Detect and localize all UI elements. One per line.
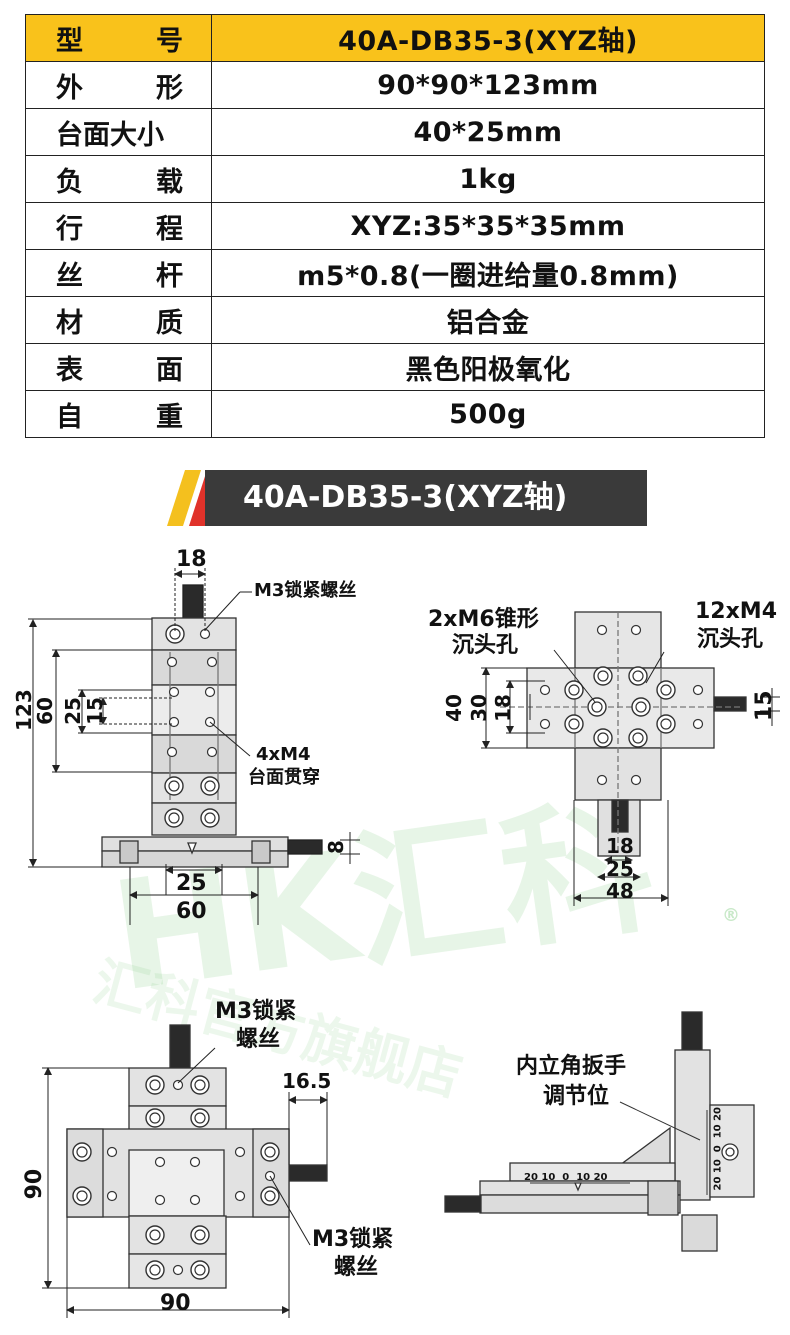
spec-header-key: 型号 xyxy=(25,14,212,62)
front-dim-15v: 15 xyxy=(83,697,107,725)
spec-key: 材质 xyxy=(25,296,212,344)
spec-key-part: 质 xyxy=(156,307,183,339)
spec-row: 丝 杆 m5*0.8(一圈进给量0.8mm) xyxy=(25,249,765,297)
top-dim-18v: 18 xyxy=(491,694,515,722)
side-callout-2: 调节位 xyxy=(543,1084,610,1109)
spec-key-part: 丝 xyxy=(56,260,83,292)
spec-key-part: 面 xyxy=(156,354,183,386)
front-callout-screw: M3锁紧螺丝 xyxy=(254,580,357,601)
front-dim-8: 8 xyxy=(324,840,348,854)
spec-key-part: 杆 xyxy=(156,260,183,292)
spec-key-part: 载 xyxy=(156,166,183,198)
section-title: 40A-DB35-3(XYZ轴) xyxy=(243,480,568,515)
top-callout-right-2: 沉头孔 xyxy=(697,627,764,652)
spec-key: 台面大小 xyxy=(25,108,212,156)
top-dim-48h: 48 xyxy=(606,879,634,903)
spec-key: 自重 xyxy=(25,390,212,438)
spec-value: 90*90*123mm xyxy=(211,61,765,109)
section-banner: 40A-DB35-3(XYZ轴) xyxy=(145,470,647,526)
spec-header-value: 40A-DB35-3(XYZ轴) xyxy=(211,14,765,62)
spec-key-part: 号 xyxy=(156,25,183,57)
top-dim-25h: 25 xyxy=(606,857,634,881)
spec-value: m5*0.8(一圈进给量0.8mm) xyxy=(211,249,765,297)
spec-key-part: 台面大小 xyxy=(56,119,164,151)
front-dim-25v: 25 xyxy=(61,697,85,725)
spec-key-part: 行 xyxy=(56,213,83,245)
plan-dim-90h: 90 xyxy=(160,1291,191,1316)
side-scale-v: 20 10 0 10 20 xyxy=(712,1106,724,1191)
spec-key-part: 表 xyxy=(56,354,83,386)
side-scale-h: 20 10 0 10 20 xyxy=(524,1172,608,1183)
top-callout-right-1: 12xM4 xyxy=(695,599,778,624)
spec-key-part: 材 xyxy=(56,307,83,339)
side-callout-1: 内立角扳手 xyxy=(516,1054,627,1079)
top-dim-30v: 30 xyxy=(467,694,491,722)
top-callout-left-2: 沉头孔 xyxy=(452,633,519,658)
top-callout-left-1: 2xM6锥形 xyxy=(428,607,539,632)
spec-value: 铝合金 xyxy=(211,296,765,344)
spec-key-part: 负 xyxy=(56,166,83,198)
plan-callout-bottom-2: 螺丝 xyxy=(334,1255,379,1280)
front-dim-60v: 60 xyxy=(33,697,57,725)
front-dim-top: 18 xyxy=(176,547,207,572)
spec-value: 1kg xyxy=(211,155,765,203)
spec-key: 负载 xyxy=(25,155,212,203)
spec-key-part: 型 xyxy=(56,25,83,57)
top-dim-15v: 15 xyxy=(751,690,777,722)
spec-row: 材质铝合金 xyxy=(25,296,765,344)
plan-callout-top-2: 螺丝 xyxy=(236,1027,281,1052)
front-callout-holes-2: 台面贯穿 xyxy=(248,767,320,788)
spec-key-part: 自 xyxy=(56,401,83,433)
plan-dim-16-5: 16.5 xyxy=(282,1069,332,1093)
front-callout-holes-1: 4xM4 xyxy=(256,744,311,765)
spec-key-part: 程 xyxy=(156,213,183,245)
spec-key-part: 形 xyxy=(156,72,183,104)
banner-bar xyxy=(205,470,647,526)
spec-key: 表面 xyxy=(25,343,212,391)
plan-callout-top-1: M3锁紧 xyxy=(215,999,297,1024)
spec-key-part: 重 xyxy=(156,401,183,433)
top-dim-40v: 40 xyxy=(442,694,466,722)
front-view-drawing xyxy=(101,584,323,868)
plan-dim-90v: 90 xyxy=(21,1168,47,1200)
top-dim-18h: 18 xyxy=(606,834,634,858)
plan-callout-bottom-1: M3锁紧 xyxy=(312,1227,394,1252)
front-dim-60h: 60 xyxy=(176,899,207,924)
front-dim-25h: 25 xyxy=(176,871,207,896)
spec-key-part: 外 xyxy=(56,72,83,104)
spec-value: 500g xyxy=(211,390,765,438)
front-dim-height: 123 xyxy=(12,689,36,731)
spec-value: XYZ:35*35*35mm xyxy=(211,202,765,250)
